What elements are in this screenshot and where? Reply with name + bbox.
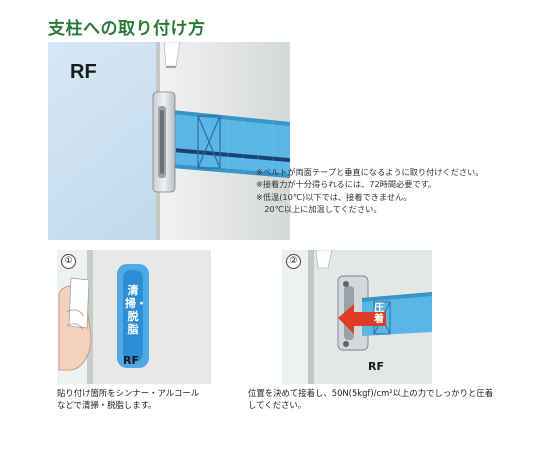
step1-caption-line: などで清掃・脱脂します。 [57, 400, 157, 410]
step1-number: ① [61, 254, 76, 269]
note-line: ※低温(10℃)以下では、接着できません。 [256, 191, 412, 202]
main-rf-label: RF [70, 61, 97, 83]
cleaning-illustration [57, 250, 211, 384]
step1-rf-label: RF [123, 354, 139, 367]
step2-number: ② [286, 254, 301, 269]
step1-caption: 貼り付け箇所をシンナー・アルコール などで清掃・脱脂します。 [57, 387, 199, 411]
step2-illustration: ② 圧着 RF [282, 250, 432, 384]
note-line: ※接着力が十分得られるには、72時間必要です。 [256, 179, 437, 190]
note-line: 20℃以上に加温してください。 [256, 204, 382, 215]
note-line: ※ベルトが両面テープと垂直になるように取り付けください。 [256, 167, 484, 177]
step1-badge-text: 清掃・脱脂 [125, 284, 147, 336]
page-title: 支柱への取り付け方 [48, 19, 206, 39]
step2-caption-line: 位置を決めて接着し、50N(5kgf)/cm²以上の力でしっかりと圧着 [248, 388, 494, 398]
post-mount-illustration: RF [48, 42, 290, 240]
step1-illustration: ① 清掃・脱脂 RF [57, 250, 211, 384]
main-illustration: RF [48, 42, 290, 240]
step2-caption-line: してください。 [248, 400, 307, 410]
step2-arrow-text: 圧着 [374, 303, 384, 325]
pressing-illustration [282, 250, 432, 384]
step1-caption-line: 貼り付け箇所をシンナー・アルコール [57, 388, 200, 398]
step2-caption: 位置を決めて接着し、50N(5kgf)/cm²以上の力でしっかりと圧着 してくだ… [248, 387, 493, 411]
notes-block: ※ベルトが両面テープと垂直になるように取り付けください。 ※接着力が十分得られる… [256, 166, 536, 216]
step2-rf-label: RF [368, 360, 384, 373]
